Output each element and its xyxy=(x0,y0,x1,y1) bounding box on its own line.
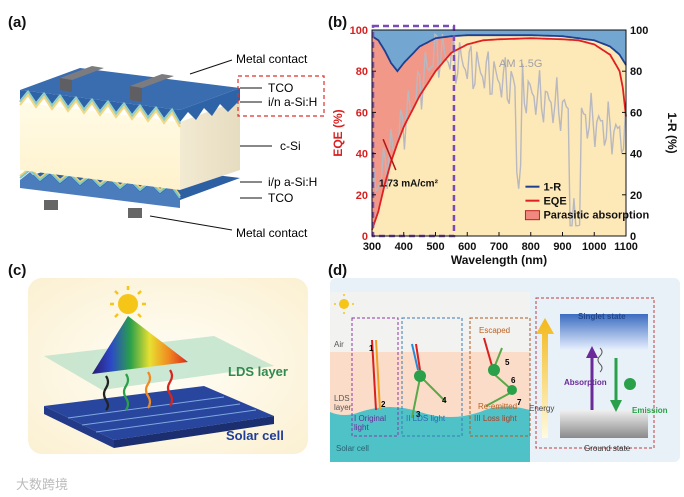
label-solar-cell-c: Solar cell xyxy=(226,428,284,443)
x-tick-label: 700 xyxy=(490,241,508,253)
label-energy: Energy xyxy=(529,404,555,413)
x-tick-label: 1100 xyxy=(614,241,638,253)
step-number-5: 5 xyxy=(505,358,510,367)
y-right-tick-label: 60 xyxy=(630,107,642,119)
sun-icon xyxy=(334,294,354,314)
step-number-6: 6 xyxy=(511,376,516,385)
step-number-2: 2 xyxy=(381,400,386,409)
label-escaped: Escaped xyxy=(479,326,511,335)
label-ip-asi: i/p a-Si:H xyxy=(268,175,318,189)
solar-cell-structure-diagram xyxy=(19,59,325,231)
y-left-tick-label: 0 xyxy=(362,231,368,243)
step-number-3: 3 xyxy=(416,410,421,419)
parasitic-absorption-area xyxy=(372,36,455,230)
label-emission: Emission xyxy=(632,406,668,415)
panel-label-d: (d) xyxy=(328,262,348,279)
label-singlet-state: Singlet state xyxy=(578,312,626,321)
x-tick-label: 600 xyxy=(458,241,476,253)
step-number-4: 4 xyxy=(442,396,447,405)
panel-label-c: (c) xyxy=(8,262,27,279)
label-tco-top: TCO xyxy=(268,81,294,95)
label-lds-layer-d: LDS layer xyxy=(334,394,352,412)
y-left-tick-label: 60 xyxy=(356,107,368,119)
label-metal-contact-top: Metal contact xyxy=(236,52,308,66)
label-csi: c-Si xyxy=(280,139,301,153)
y-right-tick-label: 20 xyxy=(630,190,642,202)
label-in-asi: i/n a-Si:H xyxy=(268,95,318,109)
label-original-light: I Original light xyxy=(354,414,387,432)
step-number-1: 1 xyxy=(369,344,374,353)
x-tick-label: 400 xyxy=(395,241,413,253)
label-lds-layer-c: LDS layer xyxy=(228,364,288,379)
annotation-label: 1.73 mA/cm² xyxy=(379,179,439,190)
sun-icon xyxy=(110,286,146,322)
y-right-tick-label: 0 xyxy=(630,231,636,243)
annotation-arrow xyxy=(382,138,397,171)
y-left-tick-label: 80 xyxy=(356,66,368,78)
x-tick-label: 900 xyxy=(553,241,571,253)
y-right-axis-label: 1-R (%) xyxy=(665,112,679,153)
x-tick-label: 500 xyxy=(426,241,444,253)
step-number-7: 7 xyxy=(517,398,522,407)
legend-swatch-parasitic xyxy=(524,210,540,221)
label-air: Air xyxy=(334,340,344,349)
y-left-tick-label: 20 xyxy=(356,190,368,202)
y-left-tick-label: 40 xyxy=(356,149,368,161)
y-right-tick-label: 100 xyxy=(630,25,648,37)
label-re-emitted: Re-emitted xyxy=(478,402,518,411)
y-left-tick-label: 100 xyxy=(350,25,368,37)
label-tco-bottom: TCO xyxy=(268,191,294,205)
reflection-loss-area xyxy=(372,30,626,72)
lds-mechanism-diagram xyxy=(330,278,680,462)
y-right-tick-label: 80 xyxy=(630,66,642,78)
y-left-axis-label: EQE (%) xyxy=(331,109,345,156)
label-ground-state: Ground state xyxy=(584,444,631,453)
x-tick-label: 300 xyxy=(363,241,381,253)
legend-item-1-r: 1-R xyxy=(543,182,561,194)
label-absorption: Absorption xyxy=(564,378,607,387)
legend-item-parasitic: Parasitic absorption xyxy=(543,210,649,222)
label-loss-light: III Loss light xyxy=(474,414,517,423)
x-axis-label: Wavelength (nm) xyxy=(451,253,547,267)
y-right-tick-label: 40 xyxy=(630,149,642,161)
x-tick-label: 800 xyxy=(522,241,540,253)
x-tick-label: 1000 xyxy=(582,241,606,253)
lds-concept-diagram xyxy=(28,278,308,454)
panel-label-b: (b) xyxy=(328,14,348,31)
spectrum-label: AM 1.5G xyxy=(499,58,542,70)
label-solar-cell-d: Solar cell xyxy=(336,444,369,453)
watermark: 大数跨境 xyxy=(16,477,69,492)
legend-item-eqe: EQE xyxy=(543,196,566,208)
label-metal-contact-bottom: Metal contact xyxy=(236,226,308,240)
label-lds-light: II LDS light xyxy=(406,414,446,423)
panel-label-a: (a) xyxy=(8,14,27,31)
